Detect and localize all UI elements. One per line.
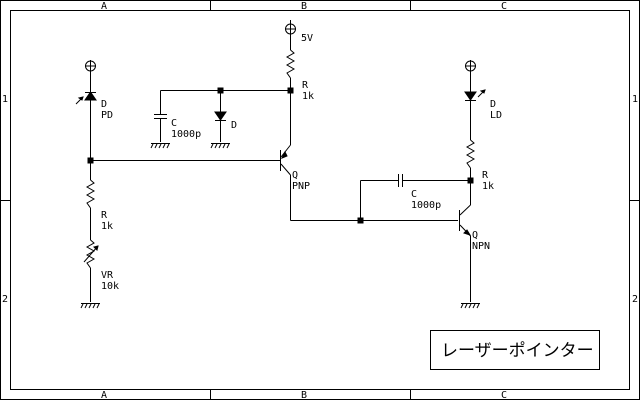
supply-label-5v: 5V	[301, 33, 313, 44]
ground-symbol-c1	[150, 143, 170, 149]
ground-symbol-d1	[210, 143, 230, 149]
col-label-top-b: B	[301, 1, 307, 12]
q-pnp-value: PNP	[292, 181, 310, 192]
vr-ref: VR	[101, 270, 114, 281]
r3-ref: R	[482, 170, 489, 181]
row-label-right-2: 2	[632, 294, 638, 305]
junctions	[87, 87, 474, 224]
ground-symbol-vr	[80, 303, 100, 309]
q-npn-ref: Q	[472, 230, 478, 241]
col-label-top-c: C	[501, 1, 507, 12]
pd-value: PD	[101, 110, 113, 121]
col-label-bottom-c: C	[501, 390, 507, 400]
r2-value: 1k	[101, 221, 113, 232]
col-label-top-a: A	[101, 1, 107, 12]
title-block: レーザーポインター	[430, 330, 600, 370]
junction-npn-collector	[467, 177, 474, 184]
capacitor-c2	[398, 174, 403, 187]
power-symbol-ld	[465, 60, 476, 72]
resistor-r2	[85, 179, 96, 209]
junction-d1	[217, 87, 224, 94]
c1-ref: C	[171, 118, 177, 129]
r1-ref: R	[302, 80, 309, 91]
photodiode-pd	[75, 91, 97, 105]
col-label-bottom-a: A	[101, 390, 107, 400]
row-label-left-2: 2	[2, 294, 8, 305]
c1-value: 1000p	[171, 129, 201, 140]
q-npn-value: NPN	[472, 241, 490, 252]
transistor-npn	[459, 204, 472, 237]
frame-column-labels: A B C A B C	[101, 1, 507, 400]
row-label-right-1: 1	[632, 94, 638, 105]
variable-resistor-vr	[83, 239, 99, 269]
resistor-r3	[465, 139, 476, 169]
junction-mid	[357, 217, 364, 224]
laser-diode-ld	[464, 89, 486, 101]
r2-ref: R	[101, 210, 108, 221]
pd-ref: D	[101, 99, 107, 110]
c2-ref: C	[411, 189, 417, 200]
ld-ref: D	[490, 99, 496, 110]
ld-value: LD	[490, 110, 502, 121]
r1-value: 1k	[302, 91, 314, 102]
ground-symbol-npn	[460, 303, 480, 309]
c2-value: 1000p	[411, 200, 441, 211]
diode-d1	[214, 111, 227, 121]
q-pnp-ref: Q	[292, 170, 298, 181]
row-label-left-1: 1	[2, 94, 8, 105]
resistor-r1	[285, 49, 296, 79]
junction-top-rail	[287, 87, 294, 94]
wires	[90, 34, 471, 302]
transistor-pnp	[280, 144, 291, 176]
vr-value: 10k	[101, 281, 119, 292]
col-label-bottom-b: B	[301, 390, 307, 400]
power-symbol-5v	[285, 20, 296, 35]
d1-ref: D	[231, 120, 237, 131]
power-symbol-pd	[85, 60, 96, 72]
r3-value: 1k	[482, 181, 494, 192]
junction-pd-base	[87, 157, 94, 164]
title-text: レーザーポインター	[441, 341, 594, 361]
frame-row-labels: 1 2 1 2	[2, 94, 638, 305]
capacitor-c1	[154, 114, 167, 119]
